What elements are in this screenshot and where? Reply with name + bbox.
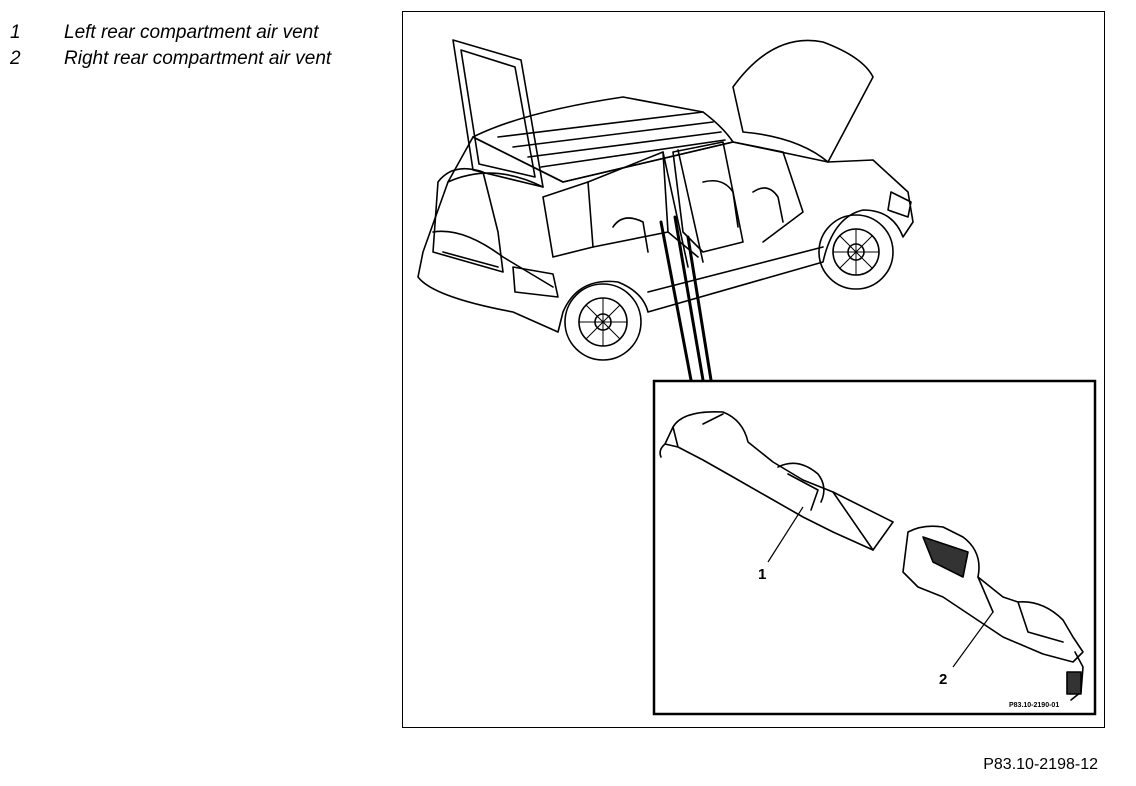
front-wheel <box>818 214 894 290</box>
legend-list: 1 Left rear compartment air vent 2 Right… <box>10 20 331 72</box>
inset-figure-code: P83.10-2190-01 <box>1009 702 1059 709</box>
legend-number: 2 <box>10 48 21 69</box>
figure-frame: 1 2 P83.10-2190-01 <box>402 11 1105 728</box>
legend-text: Right rear compartment air vent <box>64 48 332 69</box>
right-air-vent-duct <box>902 525 1084 701</box>
roof <box>472 96 734 183</box>
legend-number: 1 <box>10 22 21 43</box>
callout-1: 1 <box>758 566 766 583</box>
leader-lines <box>659 215 713 382</box>
rear-wheel <box>564 283 642 361</box>
left-air-vent-duct <box>659 410 894 551</box>
hood <box>732 39 874 163</box>
legend-item-2: 2 Right rear compartment air vent <box>10 46 331 72</box>
legend-text: Left rear compartment air vent <box>64 22 319 43</box>
side-window <box>542 181 594 258</box>
vehicle-illustration: 1 2 P83.10-2190-01 <box>417 39 1097 716</box>
legend-item-1: 1 Left rear compartment air vent <box>10 20 331 46</box>
figure-code: P83.10-2198-12 <box>983 756 1098 773</box>
car-body <box>417 136 914 333</box>
callout-2: 2 <box>939 671 947 688</box>
